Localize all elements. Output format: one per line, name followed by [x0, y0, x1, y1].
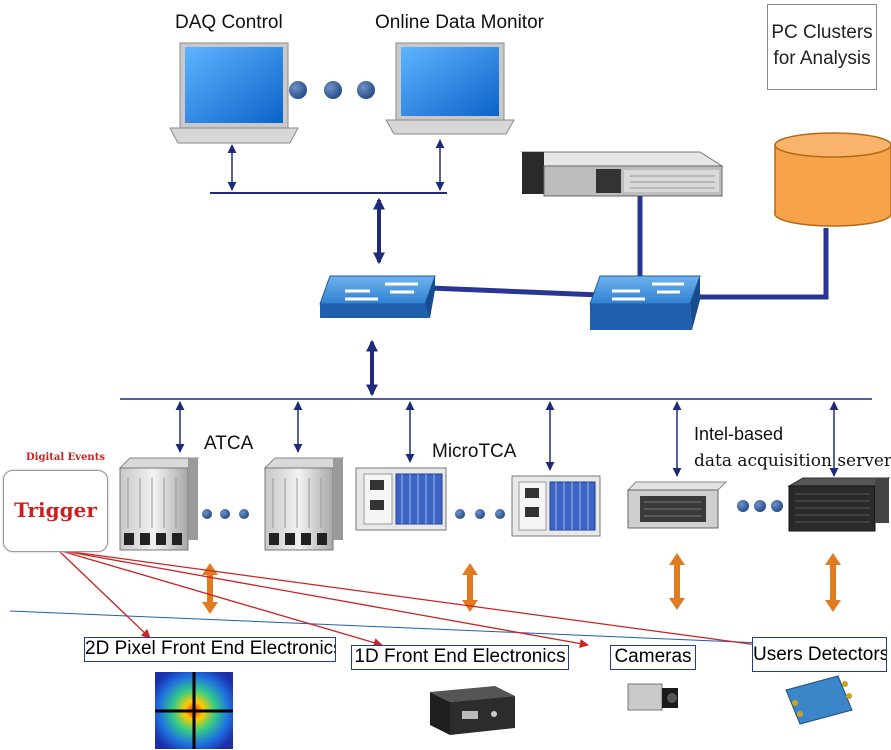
detector-board-icon: [785, 675, 853, 725]
pixel-detector-image: [155, 672, 233, 749]
pixel-2d-front-end-box: 2D Pixel Front End Electronics: [84, 637, 336, 662]
laptop-icon: [385, 42, 515, 135]
server-icon: [626, 481, 728, 529]
microtca-crate-icon: [511, 475, 601, 537]
trigger-label: Trigger: [14, 498, 97, 522]
thick-network-links: [429, 196, 829, 300]
ellipsis-dots: [202, 509, 249, 519]
ellipsis-dots: [737, 500, 783, 512]
trigger-box: Trigger: [3, 470, 108, 552]
front-end-1d-box: 1D Front End Electronics: [351, 645, 569, 670]
digital-events-label: Digital Events: [26, 452, 105, 463]
microtca-crate-icon: [355, 467, 447, 531]
microtca-label: MicroTCA: [432, 441, 517, 462]
orange-double-arrow: [202, 553, 841, 614]
intel-label-line1: Intel-based: [694, 424, 784, 444]
pc-clusters-line1: PC Clusters: [771, 22, 873, 43]
network-switch-icon: [319, 275, 436, 318]
network-switch-icon: [589, 275, 701, 330]
pc-clusters-box: PC Clusters for Analysis: [767, 4, 877, 90]
atca-crate-icon: [118, 457, 200, 551]
laptop-icon: [169, 42, 299, 144]
ellipsis-dots: [289, 81, 375, 99]
camera-icon: [627, 683, 678, 711]
intel-label-line2: data acquisition server: [694, 451, 891, 471]
atca-label: ATCA: [204, 433, 254, 454]
rack-server-icon: [520, 151, 724, 197]
pc-clusters-line2: for Analysis: [773, 48, 871, 69]
users-detectors-box: Users Detectors: [752, 637, 887, 672]
storage-cylinder-icon: [774, 132, 891, 227]
online-monitor-label: Online Data Monitor: [375, 12, 544, 33]
electronics-box-icon: [430, 686, 515, 735]
daq-control-label: DAQ Control: [175, 12, 283, 33]
bus-drop-arrows: [175, 401, 839, 477]
server-icon: [787, 477, 891, 532]
atca-crate-icon: [263, 457, 345, 551]
trigger-arrows: [57, 549, 766, 650]
cameras-box: Cameras: [610, 645, 696, 670]
ellipsis-dots: [455, 509, 505, 519]
